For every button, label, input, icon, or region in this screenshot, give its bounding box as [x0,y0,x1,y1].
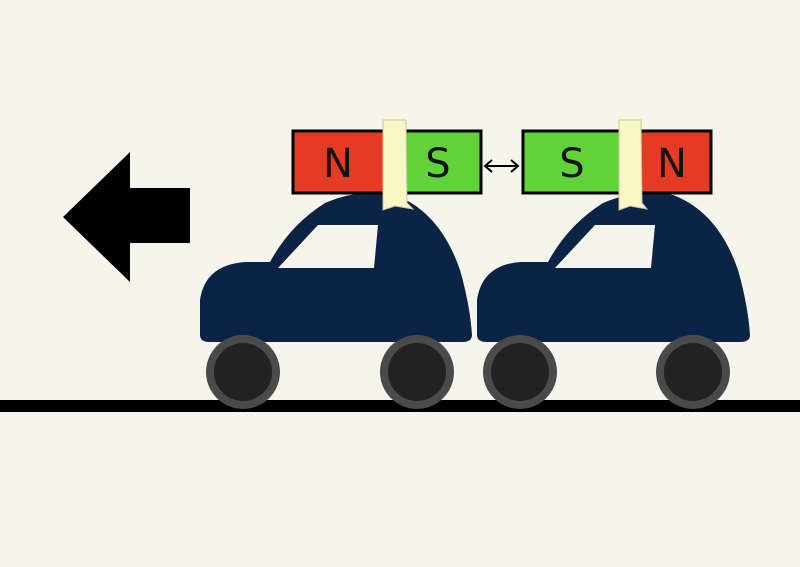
magnet-right-pole-label: S [425,141,450,187]
car-window [278,225,378,268]
tape-strip [382,119,415,211]
magnet-left-pole-label: S [559,141,584,187]
rear-magnet: S N [521,119,713,211]
double-headed-arrow-icon [483,159,520,173]
front-wheel [656,335,730,409]
ground-line [0,400,800,412]
north-pole-block [636,129,713,195]
magnet-right-pole-label: N [657,141,687,187]
car-window [555,225,655,268]
north-pole-block [291,129,390,195]
magnet-left-pole-label: N [323,141,353,187]
left-arrow-icon [63,152,190,282]
front-magnet: N S [291,119,483,211]
rear-car [477,192,750,409]
rear-wheel [483,335,557,409]
rear-wheel [206,335,280,409]
tape-strip [618,119,649,211]
front-wheel [380,335,454,409]
front-car [200,192,472,409]
